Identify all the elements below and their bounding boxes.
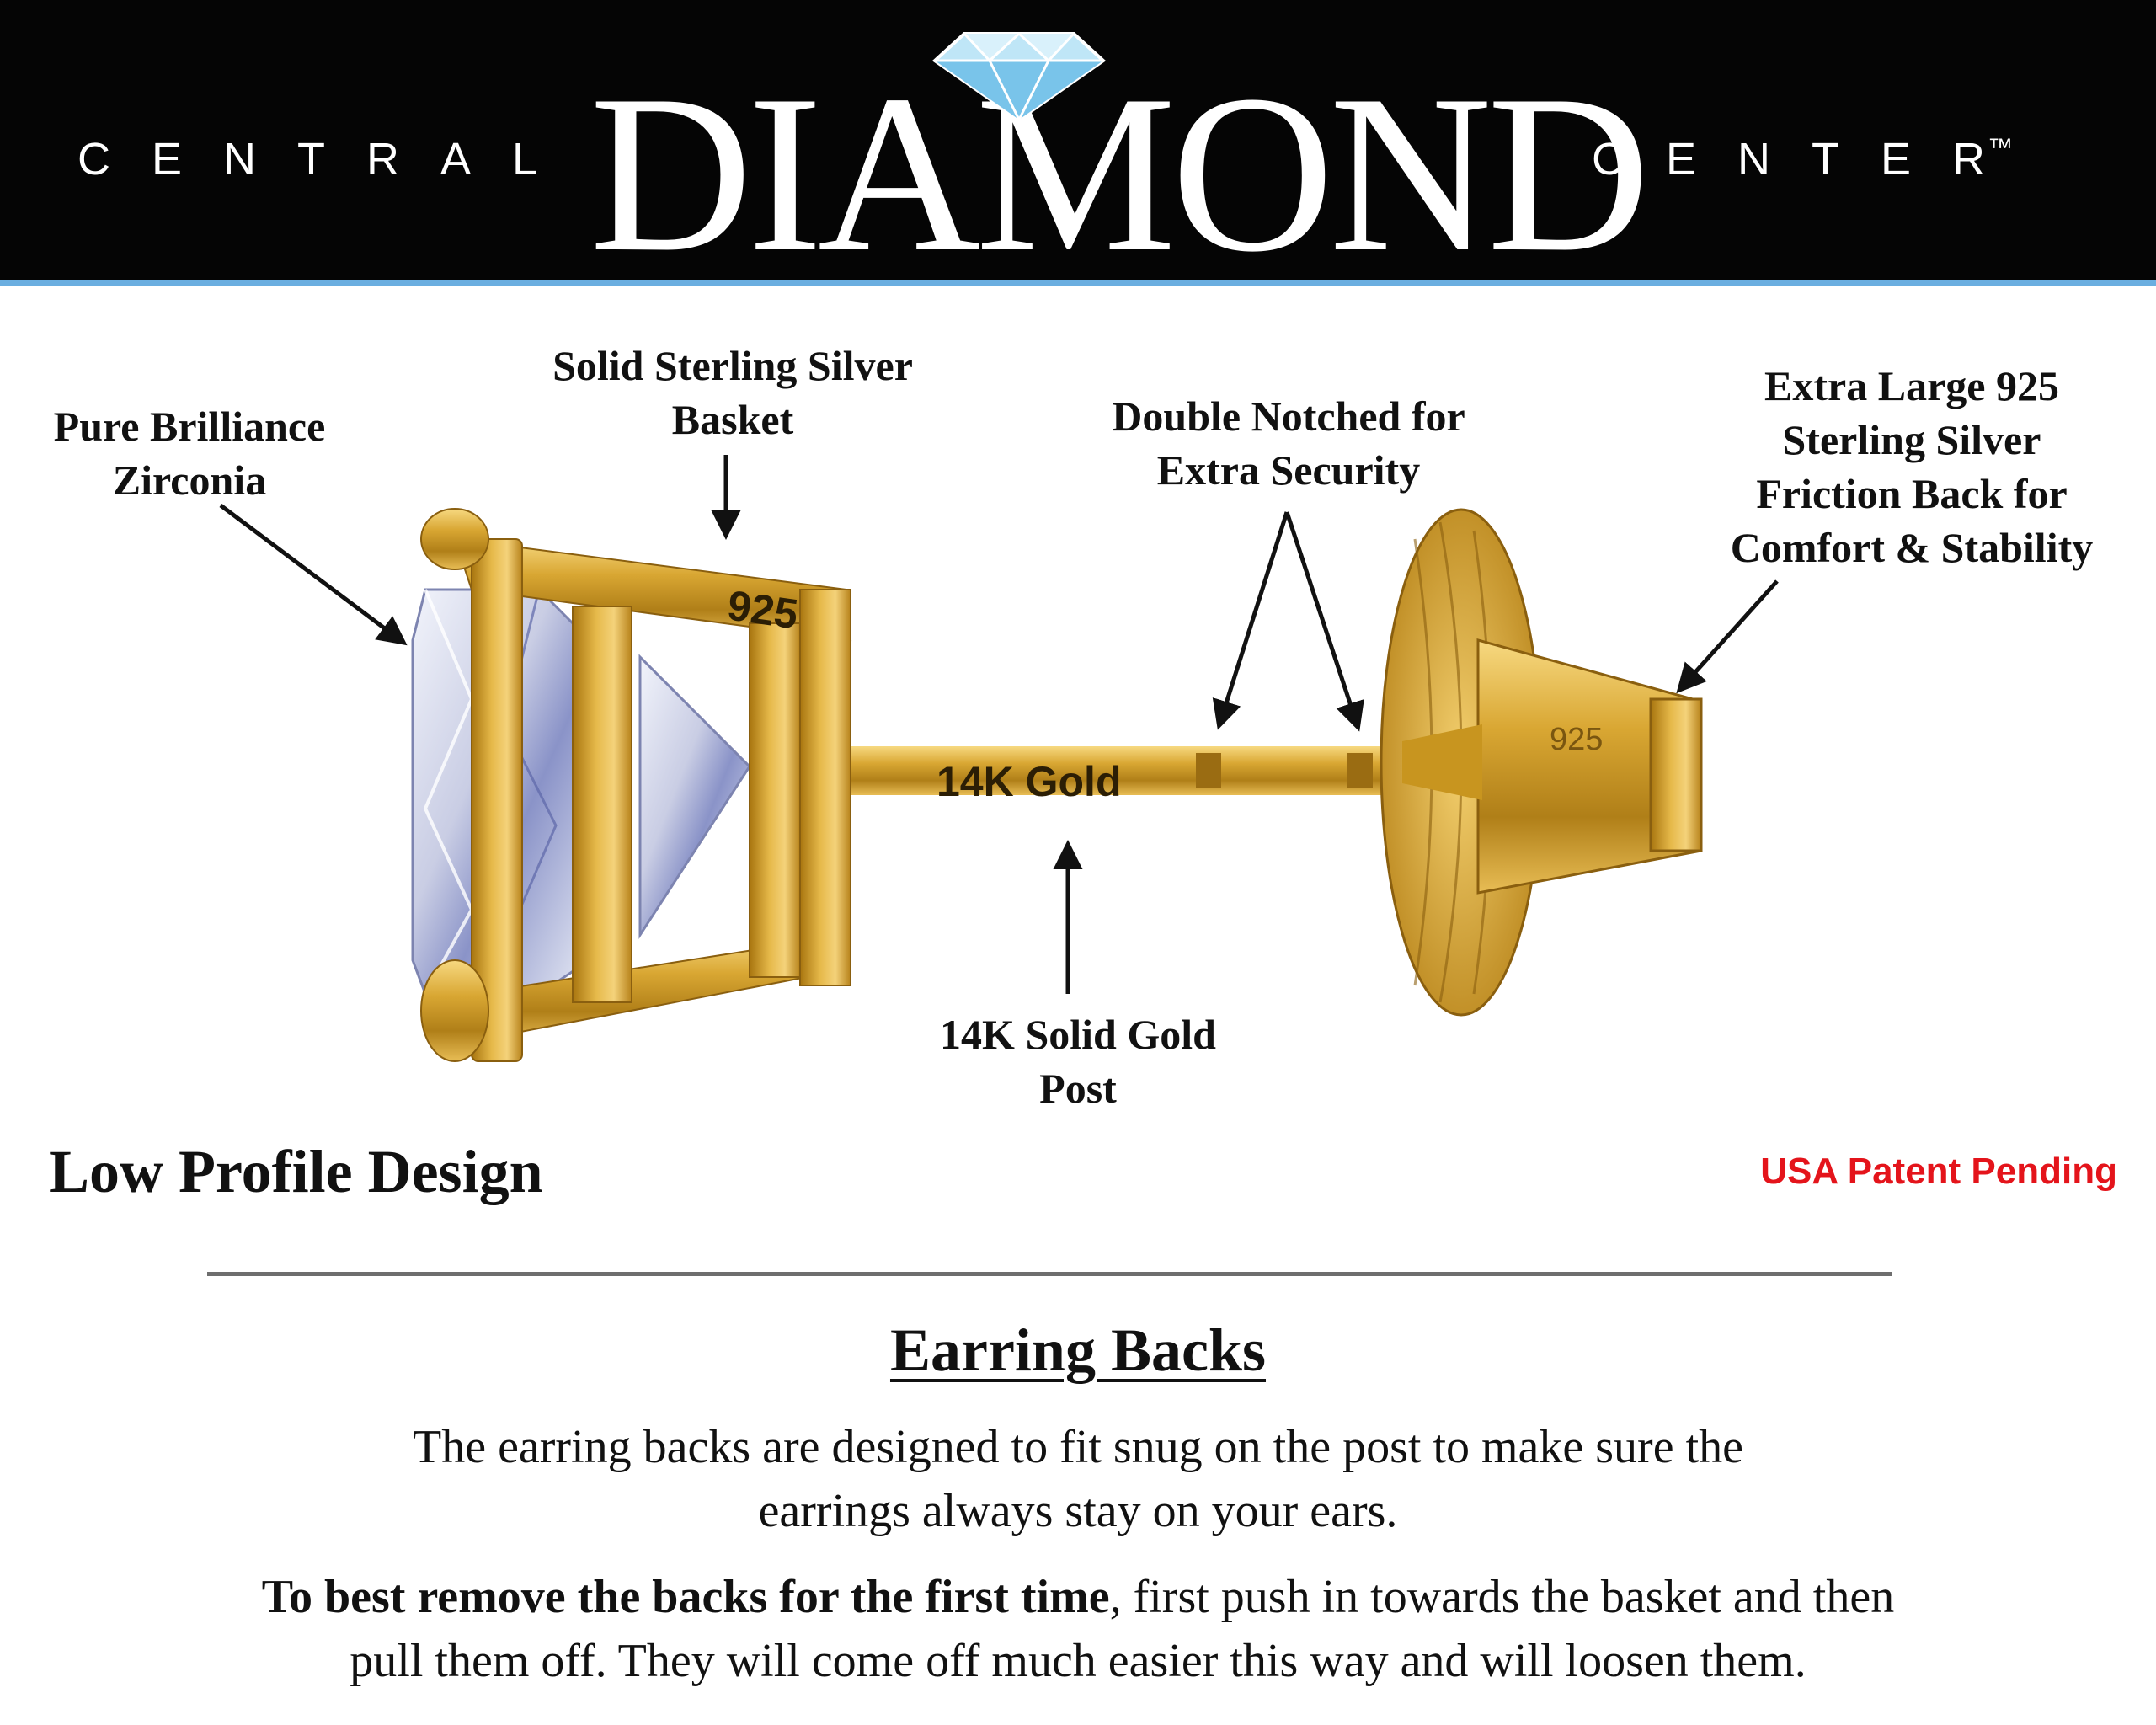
callout-basket: Solid Sterling Silver Basket	[522, 339, 943, 446]
patent-notice: USA Patent Pending	[1760, 1151, 2117, 1192]
arrow-friction-back	[1676, 579, 1779, 694]
callout-post-line1: 14K Solid Gold	[940, 1011, 1216, 1058]
brand-main-text: DIAMOND	[590, 48, 1650, 298]
callout-zirconia-line1: Pure Brilliance	[53, 403, 326, 450]
low-profile-heading: Low Profile Design	[49, 1138, 543, 1205]
brand-word-central: CENTRAL	[77, 134, 579, 184]
trademark-symbol: ™	[1988, 134, 2014, 162]
arrow-notch-2	[1284, 511, 1364, 732]
callout-friction-back: Extra Large 925 Sterling Silver Friction…	[1701, 359, 2122, 574]
earring-backs-paragraph-1: The earring backs are designed to fit sn…	[51, 1415, 2105, 1543]
earring-backs-title: Earring Backs	[889, 1316, 1267, 1384]
silver-basket	[420, 508, 852, 1062]
arrow-notch-1	[1212, 511, 1289, 730]
callout-friction-line2: Sterling Silver	[1782, 416, 2041, 463]
callout-friction-line3: Friction Back for	[1756, 470, 2068, 517]
arrow-zirconia	[219, 504, 408, 646]
brand-word-diamond: DIAMOND	[590, 61, 1650, 286]
friction-back	[1380, 508, 1703, 1017]
brand-word-center: CENTER™	[1592, 133, 2052, 185]
section-divider	[207, 1272, 1892, 1276]
brand-center-text: CENTER	[1592, 134, 2027, 184]
callout-zirconia: Pure Brilliance Zirconia	[17, 399, 362, 507]
callout-basket-line1: Solid Sterling Silver	[552, 342, 913, 389]
earring-backs-paragraph-2: To best remove the backs for the first t…	[51, 1565, 2105, 1693]
post-engraving: 14K Gold	[937, 758, 1121, 805]
callout-notched-line2: Extra Security	[1156, 446, 1421, 494]
para1-line2: earrings always stay on your ears.	[758, 1485, 1398, 1537]
para1-line1: The earring backs are designed to fit sn…	[413, 1421, 1743, 1473]
callout-post: 14K Solid Gold Post	[893, 1007, 1263, 1115]
brand-header: CENTRAL DIAMOND CENTER™	[0, 0, 2156, 286]
para2-rest-text: , first push in towards the basket and t…	[1109, 1571, 1895, 1623]
earring-illustration: 925 14K Gold 925	[219, 455, 1779, 1062]
header-accent-line	[0, 280, 2156, 286]
callout-basket-line2: Basket	[671, 396, 794, 443]
basket-engraving: 925	[724, 581, 800, 638]
callout-friction-line4: Comfort & Stability	[1730, 524, 2094, 571]
para2-line2: pull them off. They will come off much e…	[350, 1635, 1806, 1687]
callout-notched: Double Notched for Extra Security	[1070, 389, 1508, 497]
diamond-icon	[931, 31, 1107, 123]
para2-line1: To best remove the backs for the first t…	[51, 1565, 2105, 1629]
callout-friction-line1: Extra Large 925	[1764, 362, 2059, 409]
callout-zirconia-line2: Zirconia	[112, 457, 267, 504]
callout-post-line2: Post	[1039, 1065, 1117, 1112]
gold-post	[851, 746, 1390, 795]
earring-diagram: 925 14K Gold 925 Pure Brilliance Zirconi…	[0, 286, 2156, 1129]
callout-notched-line1: Double Notched for	[1112, 393, 1465, 440]
back-engraving: 925	[1550, 722, 1603, 757]
para2-bold-text: To best remove the backs for the first t…	[261, 1571, 1110, 1623]
